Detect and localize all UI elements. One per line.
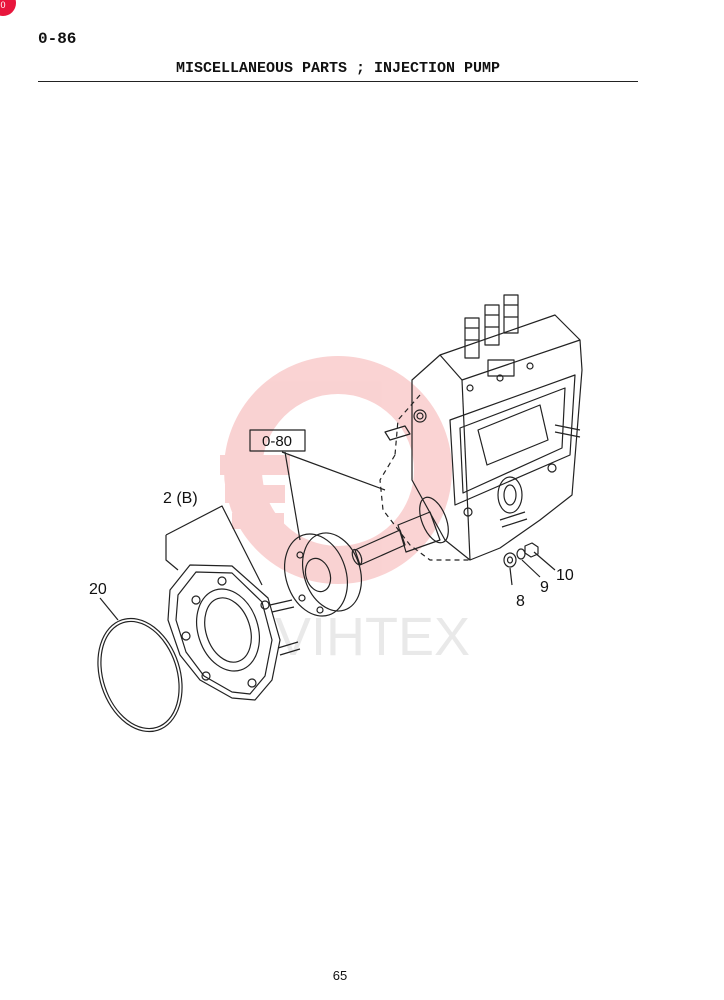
reference-box-0-80	[249, 429, 306, 452]
callout-2b: 2 (B)	[163, 490, 198, 507]
drive-shaft	[351, 496, 449, 566]
nut-part-10	[524, 542, 539, 558]
o-ring-part-20	[97, 617, 183, 733]
callout-9: 9	[540, 579, 549, 596]
page-code: 0-86	[38, 30, 77, 48]
page-number: 65	[332, 968, 348, 983]
callout-8: 8	[516, 593, 525, 610]
callout-10: 10	[556, 567, 574, 584]
title-rule	[38, 81, 638, 82]
page-title: MISCELLANEOUS PARTS ; INJECTION PUMP	[175, 60, 501, 77]
callout-20: 20	[89, 581, 107, 598]
watermark-text: VIHTEX	[275, 607, 470, 667]
delivery-valve-holders	[464, 294, 519, 359]
washer-part-8	[503, 552, 517, 568]
watermark-gear-logo	[220, 356, 452, 584]
injection-pump-body	[379, 294, 583, 561]
housing-part-2b	[167, 564, 301, 701]
corner-badge: 0	[0, 0, 16, 16]
coupling-flange	[284, 532, 362, 617]
leader-lines	[99, 451, 556, 621]
reference-box-label: 0-80	[262, 433, 292, 450]
lock-washer-part-9	[516, 548, 526, 560]
